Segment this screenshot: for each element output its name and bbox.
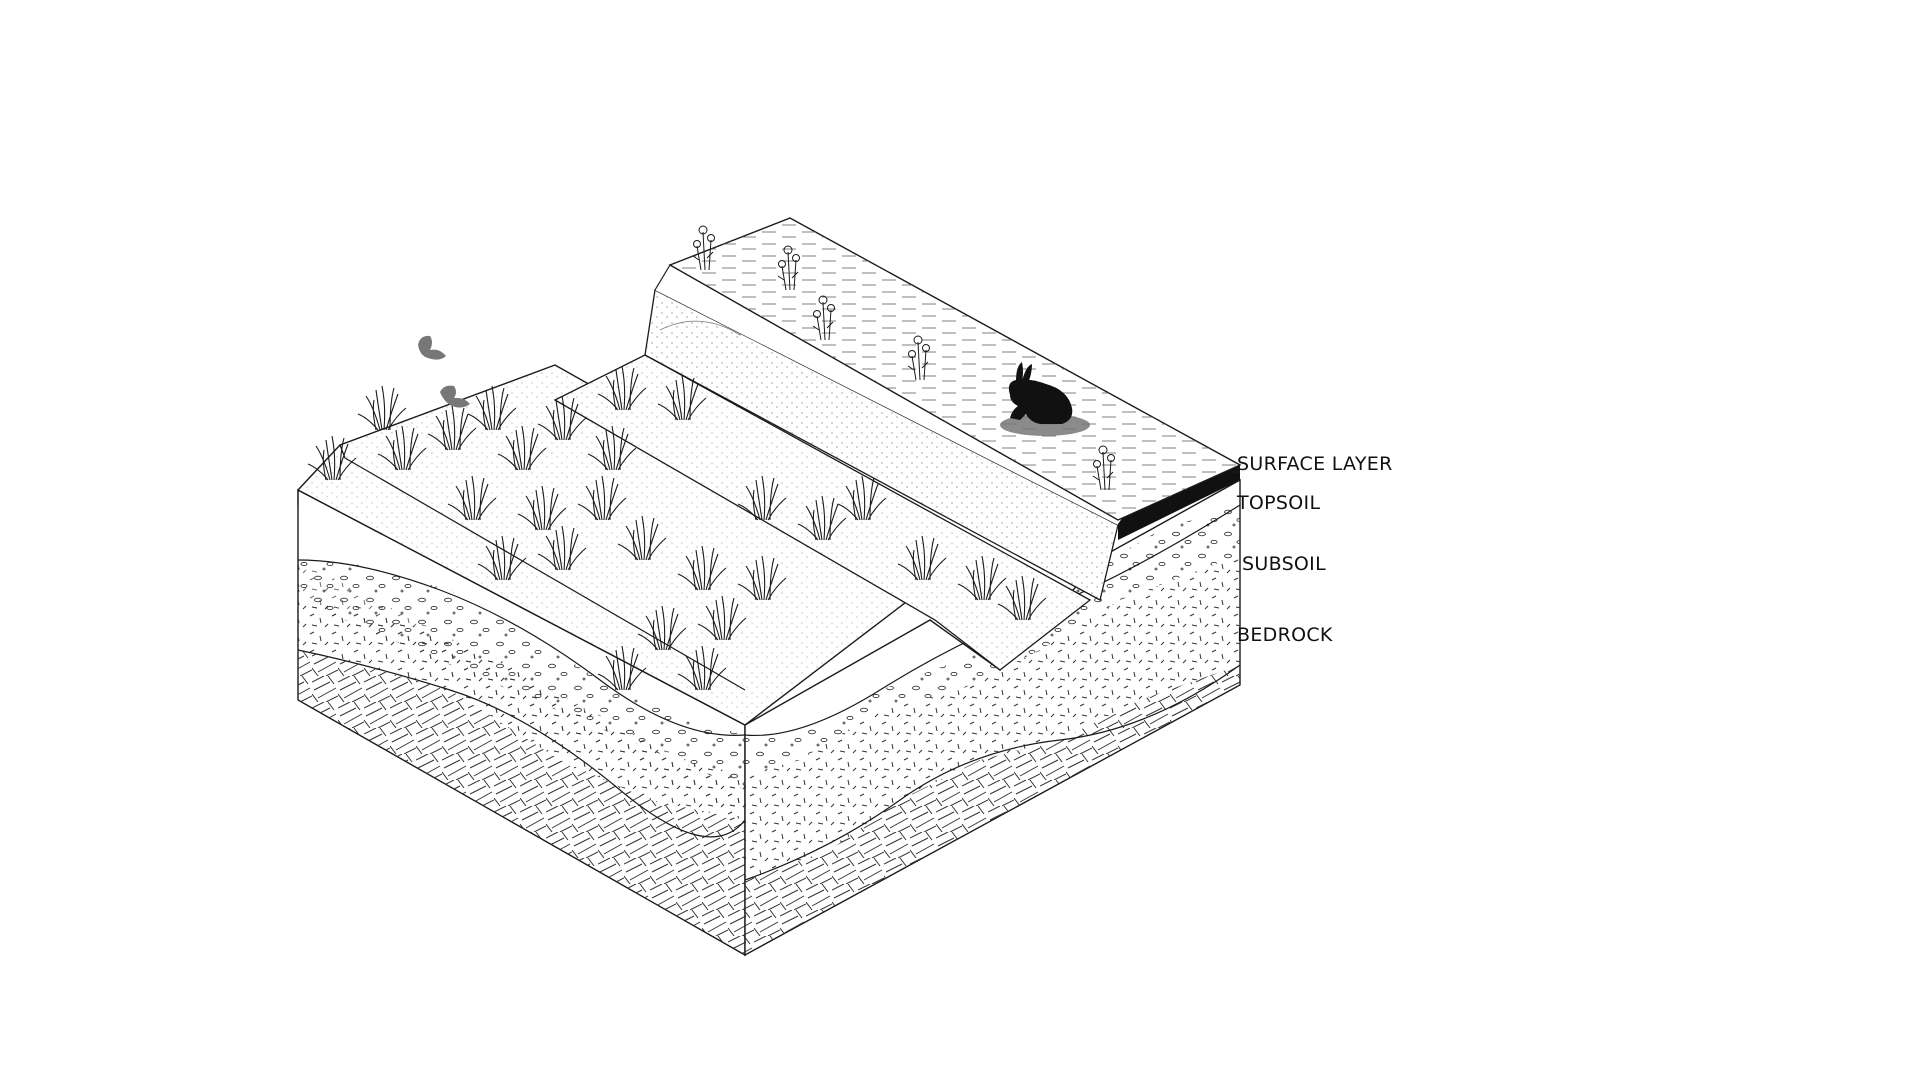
upper-terrace: [668, 217, 1242, 521]
butterfly-icon: [440, 385, 470, 408]
subsoil-label: SUBSOIL: [1242, 553, 1326, 575]
lower-terrace: [296, 364, 937, 726]
butterfly-icon: [418, 335, 446, 360]
rabbit-icon: [1000, 362, 1090, 436]
surface-layer-label: SURFACE LAYER: [1237, 453, 1393, 475]
bedrock-label: BEDROCK: [1237, 624, 1333, 646]
middle-terrace: [553, 354, 1092, 671]
topsoil-label: TOPSOIL: [1237, 492, 1321, 514]
left-side-face: [297, 488, 746, 957]
